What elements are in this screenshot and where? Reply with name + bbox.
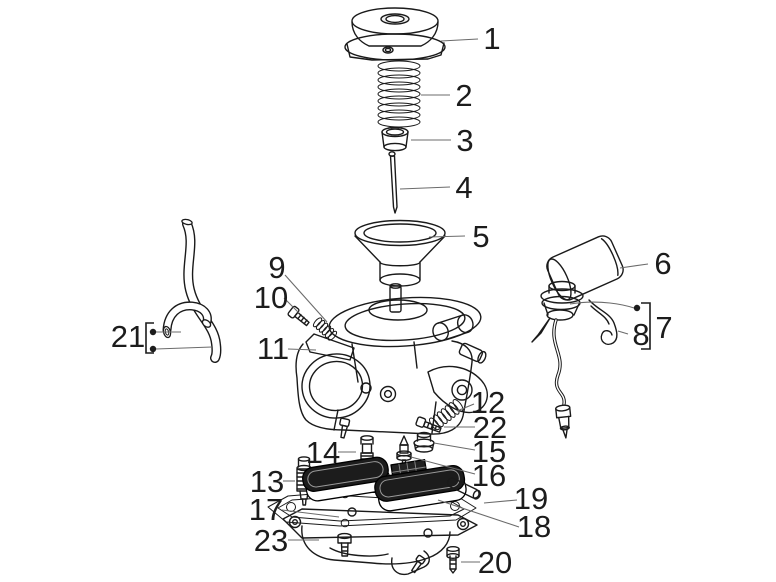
choke-clip: [588, 299, 618, 345]
callout-1: 1: [483, 21, 500, 56]
callout-8: 8: [632, 317, 649, 352]
callout-9: 9: [268, 250, 285, 285]
carburettor-body: [295, 283, 489, 439]
leader-16: [410, 456, 476, 475]
leader-15: [433, 442, 476, 451]
leader-18: [437, 499, 520, 528]
leader-lines: [145, 38, 651, 563]
leader-21-bottom: [155, 346, 213, 350]
callout-12: 12: [471, 385, 505, 420]
callout-17: 17: [249, 492, 283, 527]
callout-18: 18: [517, 509, 551, 544]
callout-6: 6: [654, 246, 671, 281]
throttle-spring: [428, 399, 464, 431]
callout-22: 22: [473, 410, 507, 445]
leader-5: [428, 235, 466, 238]
needle-retainer: [381, 126, 409, 152]
rubber-boot: [546, 235, 624, 301]
slide-spring: [377, 60, 421, 128]
jet-needle: [388, 151, 398, 214]
leader-17: [281, 509, 340, 518]
callout-13: 13: [250, 464, 284, 499]
float-bowl: [282, 507, 478, 576]
bowl-screw-small: [411, 554, 426, 574]
float-needle-valve: [396, 435, 412, 467]
bowl-screw: [446, 546, 460, 574]
callout-5: 5: [472, 219, 489, 254]
vacuum-slide: [354, 219, 446, 287]
callout-11: 11: [257, 331, 289, 366]
leader-12: [456, 403, 475, 412]
callout-23: 23: [254, 523, 288, 558]
leader-6: [619, 263, 649, 269]
callout-21: 21: [111, 319, 145, 354]
callout-10: 10: [254, 280, 288, 315]
choke-unit: [531, 280, 584, 439]
bracket-7: [641, 302, 651, 350]
leader-8: [617, 330, 629, 335]
float-pin: [446, 477, 481, 500]
leader-7: [569, 301, 635, 309]
callout-19: 19: [514, 481, 548, 516]
top-cover: [344, 7, 446, 61]
leader-11: [287, 348, 317, 351]
bowl-screw-front: [337, 532, 352, 557]
leader-4: [399, 186, 451, 190]
callout-4: 4: [455, 170, 472, 205]
callout-7: 7: [655, 310, 672, 345]
leader-21-dot-bottom: [149, 345, 157, 353]
idle-screw-spring: [312, 317, 338, 341]
callout-14: 14: [306, 435, 340, 470]
leader-9: [284, 274, 328, 323]
bracket-21: [145, 322, 154, 354]
callout-15: 15: [472, 434, 506, 469]
leader-7-dot: [633, 304, 641, 312]
leader-21-dot-top: [149, 328, 157, 336]
callout-2: 2: [455, 78, 472, 113]
leader-19: [483, 499, 518, 504]
leader-10: [283, 297, 300, 314]
plug-nut: [413, 431, 435, 453]
idle-screw: [287, 305, 310, 327]
hoses: [162, 218, 222, 363]
callout-labels: 1 2 3 4 5 6 7 8 9 10 11 12 13 14 15 16 1…: [111, 21, 673, 580]
leader-1: [440, 38, 479, 42]
callout-3: 3: [456, 123, 473, 158]
callout-16: 16: [472, 458, 506, 493]
screw-22: [415, 416, 442, 433]
callout-20: 20: [478, 545, 512, 580]
